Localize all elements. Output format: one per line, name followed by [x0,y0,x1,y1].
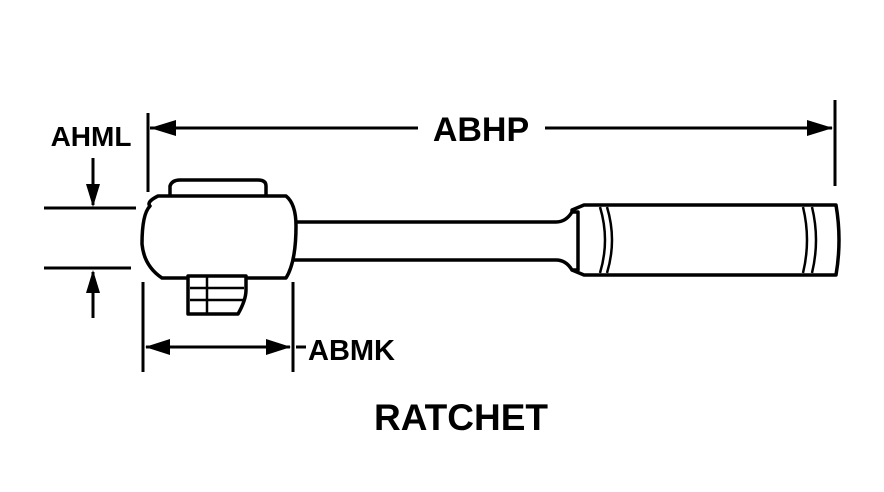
head-thickness-dimension: AHML [44,121,136,318]
arrowhead-width-left [145,339,170,355]
overall-length-dimension: ABHP [146,100,837,192]
ratchet-tool [140,178,841,316]
grip-ring-right [801,206,809,274]
head-width-dimension: ABMK [141,282,395,372]
grip-ring-left-2 [605,206,614,274]
grip-ring-left [598,206,607,274]
handle-shaft [284,210,580,272]
ratchet-head [140,194,298,280]
arrowhead-width-right [266,339,291,355]
grip-ring-right-2 [810,206,818,274]
head-thickness-label: AHML [51,121,132,152]
arrowhead-right [807,120,833,136]
arrowhead-down [86,184,100,207]
handle-grip [570,203,841,277]
diagram-title: RATCHET [374,397,548,438]
overall-length-label: ABHP [433,111,529,149]
arrowhead-left [150,120,176,136]
head-width-label: ABMK [308,335,395,367]
square-drive [186,274,248,316]
